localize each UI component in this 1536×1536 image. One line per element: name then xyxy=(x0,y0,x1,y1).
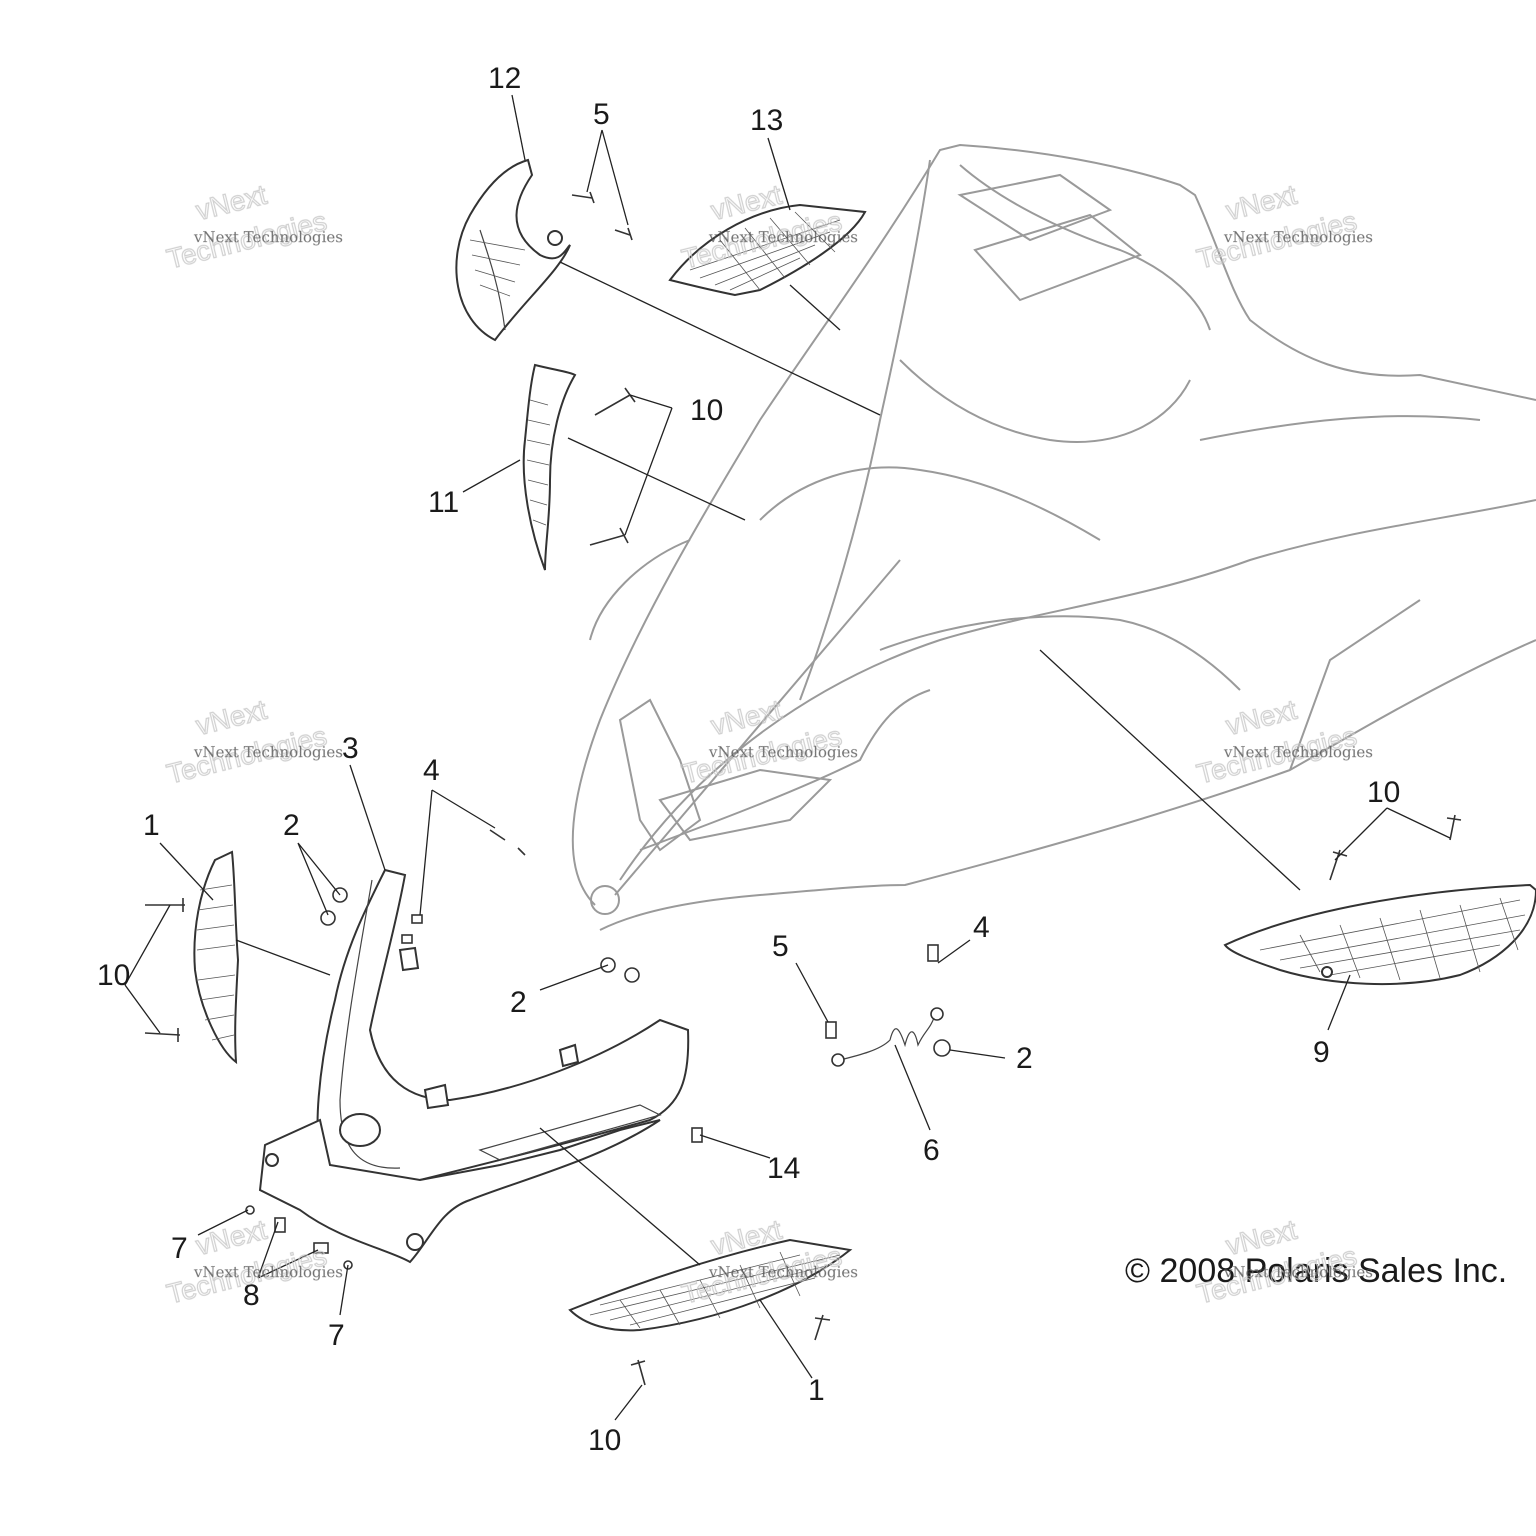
part-6-spring-clip xyxy=(831,1007,944,1067)
watermark: vNext Technologies vNext Technologies xyxy=(678,1213,858,1310)
part-12-headlight-bezel xyxy=(455,158,571,342)
copyright-notice: © 2008 Polaris Sales Inc. xyxy=(1125,1252,1507,1290)
part-1-bottom-vent xyxy=(568,1238,853,1332)
svg-text:vNext: vNext xyxy=(1223,179,1300,226)
callout-7-bottom: 7 xyxy=(328,1319,345,1352)
svg-text:vNext Technologies: vNext Technologies xyxy=(1223,228,1373,246)
callout-10-bottom: 10 xyxy=(588,1424,621,1457)
leader-lines xyxy=(124,94,1451,1421)
svg-text:vNext Technologies: vNext Technologies xyxy=(193,228,343,246)
svg-text:vNext Technologies: vNext Technologies xyxy=(708,743,858,761)
svg-text:vNext Technologies: vNext Technologies xyxy=(193,1263,343,1281)
callout-1-left: 1 xyxy=(143,809,160,842)
svg-text:vNext Technologies: vNext Technologies xyxy=(708,228,858,246)
watermark: vNext Technologies vNext Technologies xyxy=(1193,693,1373,790)
part-11-side-vent xyxy=(522,363,577,571)
callout-5-center: 5 xyxy=(772,930,789,963)
callout-2-right: 2 xyxy=(1016,1042,1033,1075)
callout-3: 3 xyxy=(342,732,359,765)
callout-10-right: 10 xyxy=(1367,776,1400,809)
callout-11: 11 xyxy=(428,486,459,519)
part-9-right-vent xyxy=(1223,883,1536,986)
svg-text:vNext: vNext xyxy=(193,694,270,741)
svg-text:vNext Technologies: vNext Technologies xyxy=(1223,743,1373,761)
svg-text:vNext: vNext xyxy=(708,694,785,741)
callout-5-top: 5 xyxy=(593,98,610,131)
part-1-left-vent xyxy=(193,850,240,1065)
svg-text:vNext Technologies: vNext Technologies xyxy=(1223,1263,1373,1281)
callout-1-bottom: 1 xyxy=(808,1374,825,1407)
watermark: vNext Technologies vNext Technologies xyxy=(678,693,858,790)
svg-text:vNext Technologies: vNext Technologies xyxy=(708,1263,858,1281)
callout-10-left: 10 xyxy=(97,959,130,992)
part-3-front-bumper xyxy=(258,868,690,1264)
svg-text:vNext: vNext xyxy=(193,179,270,226)
callout-2-center: 2 xyxy=(510,986,527,1019)
watermark: vNext Technologies vNext Technologies xyxy=(1193,178,1373,275)
callout-4-left: 4 xyxy=(423,754,440,787)
hood-assembly xyxy=(571,143,1536,931)
watermark: vNext Technologies vNext Technologies xyxy=(163,178,343,275)
callout-10-top: 10 xyxy=(690,394,723,427)
callout-14: 14 xyxy=(767,1152,800,1185)
svg-text:vNext: vNext xyxy=(1223,694,1300,741)
part-13-hood-vent xyxy=(668,203,867,297)
callout-4-center: 4 xyxy=(973,911,990,944)
callout-13: 13 xyxy=(750,104,783,137)
callout-8: 8 xyxy=(243,1279,260,1312)
svg-text:vNext Technologies: vNext Technologies xyxy=(193,743,343,761)
watermark: vNext Technologies vNext Technologies xyxy=(163,693,343,790)
callout-12: 12 xyxy=(488,62,521,95)
callout-7-left: 7 xyxy=(171,1232,188,1265)
callout-9: 9 xyxy=(1313,1036,1330,1069)
callout-labels: 12 5 13 10 11 3 4 1 2 10 2 5 4 2 6 10 9 … xyxy=(97,62,1400,1457)
callout-6: 6 xyxy=(923,1134,940,1167)
svg-text:vNext: vNext xyxy=(193,1214,270,1261)
callout-2-left: 2 xyxy=(283,809,300,842)
